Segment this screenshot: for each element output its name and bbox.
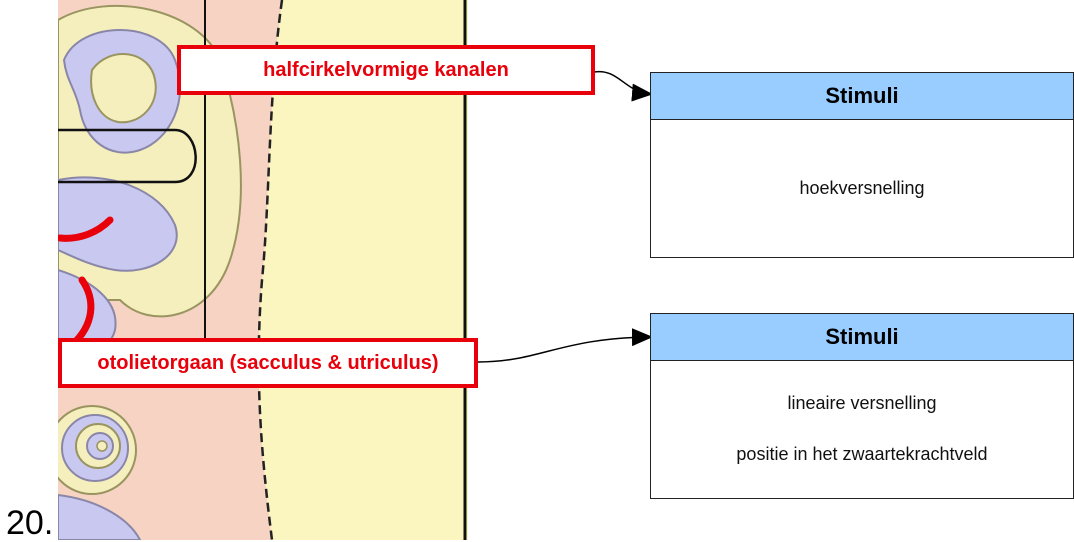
label-semicircular-canals-text: halfcirkelvormige kanalen	[263, 58, 509, 81]
stimuli-box-linear: Stimuli lineaire versnelling positie in …	[650, 313, 1074, 499]
stimuli-header: Stimuli	[651, 73, 1073, 120]
cochlea-spiral	[58, 405, 137, 495]
bone-region	[258, 0, 468, 540]
connector-arrow-otolith	[477, 328, 653, 363]
utriculus-highlight	[58, 216, 114, 242]
label-semicircular-canals: halfcirkelvormige kanalen	[177, 45, 595, 95]
stimulus-text: hoekversnelling	[799, 178, 925, 198]
slide-number: 20.	[6, 504, 54, 542]
stimuli-box-angular: Stimuli hoekversnelling	[650, 72, 1074, 258]
stimulus-text: lineaire versnelling	[787, 393, 937, 413]
stimulus-text: positie in het zwaartekrachtveld	[736, 444, 988, 464]
connector-arrow-canals	[593, 70, 653, 102]
stimuli-header: Stimuli	[651, 314, 1073, 361]
membrane-dashed-line	[257, 0, 284, 540]
label-otolith-organ: otolietorgaan (sacculus & utriculus)	[58, 338, 478, 388]
label-otolith-organ-text: otolietorgaan (sacculus & utriculus)	[97, 351, 439, 374]
